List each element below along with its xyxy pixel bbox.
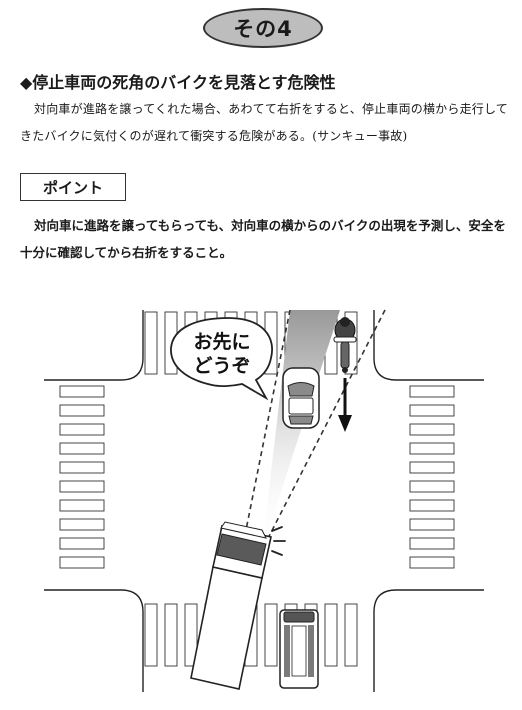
motorcycle <box>333 317 357 373</box>
blind-spot-cone <box>262 310 340 550</box>
section-number-badge: その4 <box>203 8 323 48</box>
oncoming-car <box>282 367 320 429</box>
bubble-line-1: お先に <box>193 330 250 353</box>
parked-car <box>279 609 319 689</box>
bubble-line-2: どうぞ <box>193 355 250 377</box>
crosswalk-east <box>409 385 455 569</box>
down-arrow-icon <box>338 378 352 432</box>
crosswalk-west <box>59 385 105 569</box>
speech-bubble: お先に どうぞ <box>170 317 273 401</box>
right-turning-truck <box>190 521 272 690</box>
alert-marks <box>271 526 286 556</box>
sight-lines <box>242 309 386 551</box>
road-edges <box>44 310 484 692</box>
point-text: 対向車に進路を譲ってもらっても、対向車の横からのバイクの出現を予測し、安全を十分… <box>20 218 506 260</box>
section-heading: ◆停止車両の死角のバイクを見落とす危険性 <box>20 73 336 92</box>
description-text: 対向車が進路を譲ってくれた場合、あわてて右折をすると、停止車両の横から走行してき… <box>20 102 509 143</box>
point-label-box: ポイント <box>20 173 126 201</box>
